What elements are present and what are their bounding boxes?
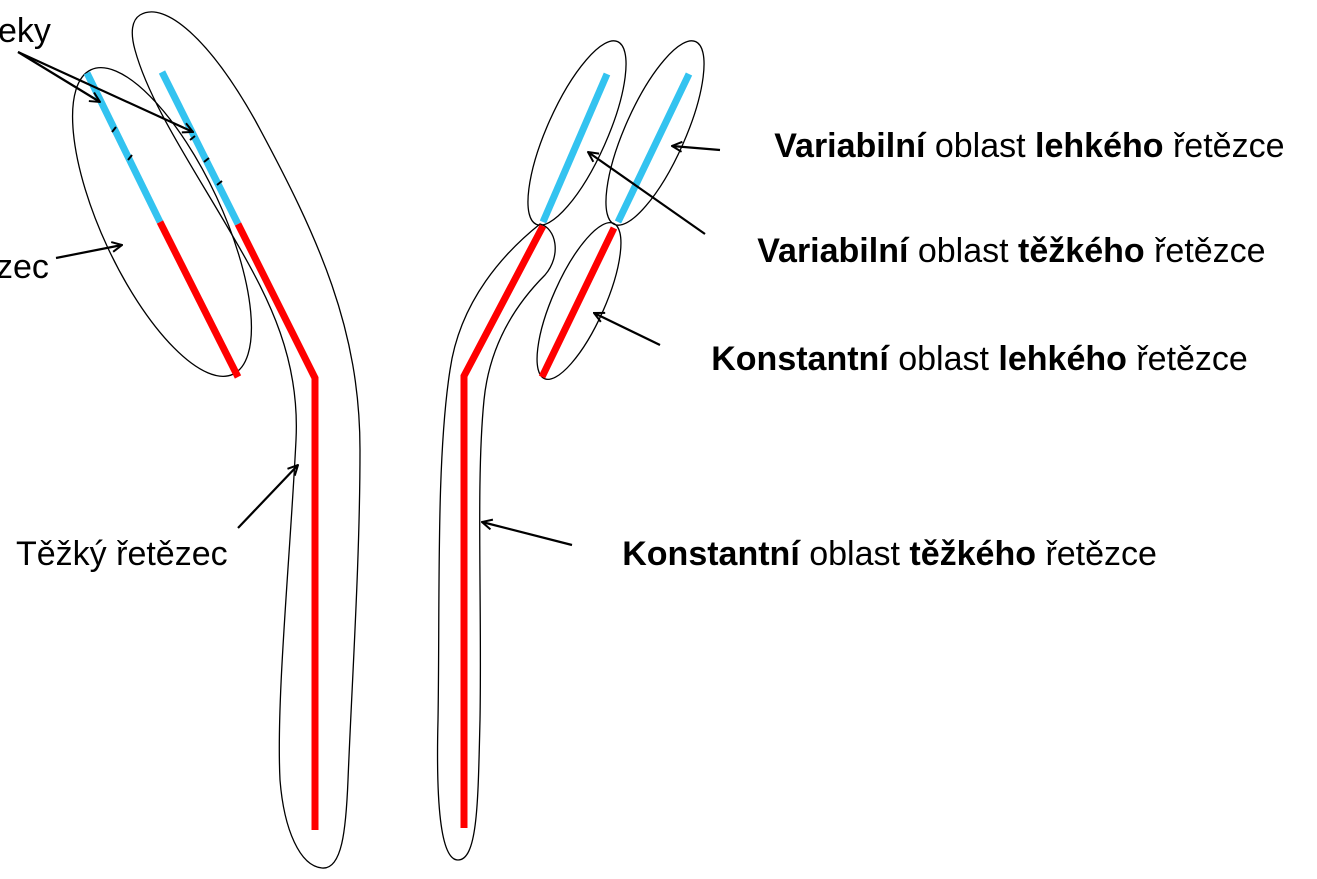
label-variable-heavy: Variabilní oblast těžkého řetězce xyxy=(710,232,1294,270)
label-constant-heavy-end: řetězce xyxy=(1036,535,1157,573)
heavy-chain-constant-left xyxy=(238,224,315,830)
heavy-chain-label: Těžký řetězec xyxy=(16,535,228,573)
label-constant-light-mid: oblast xyxy=(889,340,999,378)
heavy-variable-outline xyxy=(587,29,723,236)
heavy-chain-outline-left xyxy=(132,12,360,868)
label-variable-light-mid: oblast xyxy=(925,127,1035,165)
label-constant-light-bold: Konstantní xyxy=(711,340,890,378)
label-variable-heavy-bold2: těžkého xyxy=(1018,232,1145,270)
label-constant-light-bold2: lehkého xyxy=(998,340,1126,378)
label-variable-light-bold2: lehkého xyxy=(1035,127,1163,165)
arrow-const-heavy xyxy=(482,522,572,545)
arrow-const-light xyxy=(594,313,660,345)
partial-label-top-left: eky xyxy=(0,12,51,50)
label-constant-heavy-bold: Konstantní xyxy=(622,535,801,573)
label-variable-light-end: řetězce xyxy=(1164,127,1285,165)
arrow-to-heavy-variable xyxy=(18,52,193,132)
label-variable-heavy-mid: oblast xyxy=(908,232,1018,270)
label-constant-light: Konstantní oblast lehkého řetězce xyxy=(664,340,1276,378)
label-constant-heavy-mid: oblast xyxy=(800,535,910,573)
partial-label-light-chain: zec xyxy=(0,248,49,286)
arrow-to-heavy-chain xyxy=(238,465,298,528)
label-constant-heavy-bold2: těžkého xyxy=(909,535,1036,573)
label-variable-heavy-bold: Variabilní xyxy=(757,232,910,270)
arrow-var-light xyxy=(672,146,720,150)
label-constant-heavy: Konstantní oblast těžkého řetězce xyxy=(575,535,1185,573)
heavy-variable-right xyxy=(618,74,689,222)
label-variable-heavy-end: řetězce xyxy=(1145,232,1266,270)
label-variable-light: Variabilní oblast lehkého řetězce xyxy=(727,127,1313,165)
label-variable-light-bold: Variabilní xyxy=(774,127,927,165)
heavy-chain-variable-left xyxy=(162,72,238,224)
light-variable-right xyxy=(543,74,607,222)
light-chain-constant-left xyxy=(160,222,238,377)
label-constant-light-end: řetězce xyxy=(1127,340,1248,378)
